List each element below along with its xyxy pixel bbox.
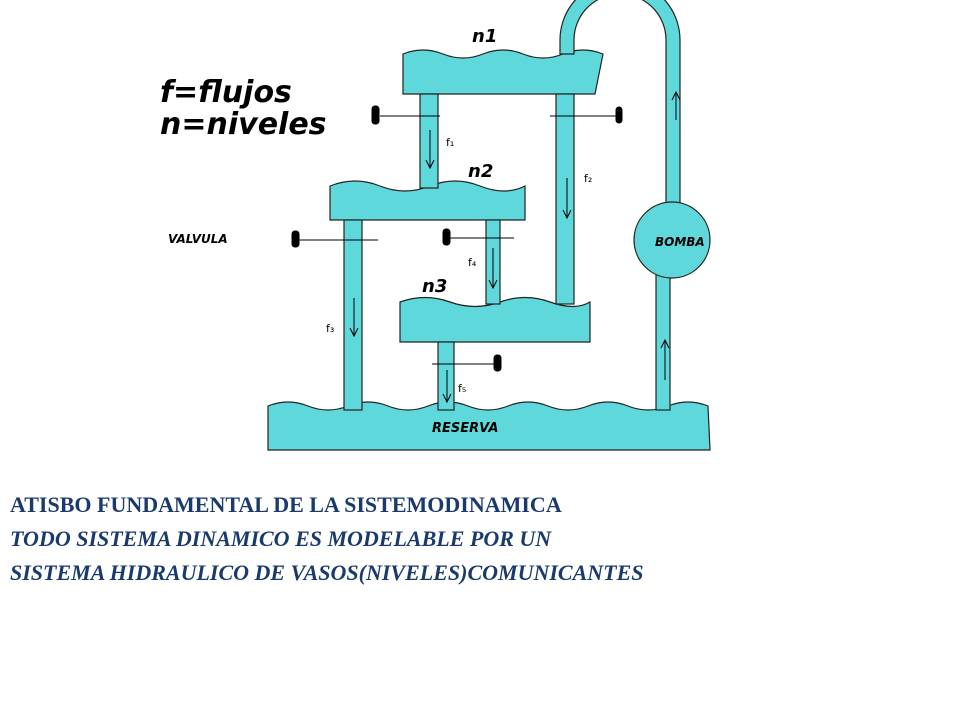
caption-line-3: SISTEMA HIDRAULICO DE VASOS(NIVELES)COMU… bbox=[10, 560, 644, 585]
flow-f4-label: f₄ bbox=[468, 256, 477, 269]
pipe-f2 bbox=[555, 93, 575, 305]
pipe-f1 bbox=[419, 93, 439, 189]
pump-label: BOMBA bbox=[655, 235, 705, 249]
valve-f3-handle[interactable] bbox=[291, 230, 300, 248]
tank-n3-label: n3 bbox=[422, 276, 447, 297]
flow-f2-label: f₂ bbox=[584, 172, 592, 185]
return-pipe bbox=[559, 0, 681, 217]
valve-f5-handle[interactable] bbox=[493, 354, 502, 372]
flow-f1-label: f₁ bbox=[446, 136, 454, 149]
tank-n1 bbox=[402, 49, 604, 95]
pump-pipe-down bbox=[655, 265, 671, 411]
pipe-f5 bbox=[437, 341, 455, 411]
valve-f4-handle[interactable] bbox=[442, 228, 451, 246]
pump bbox=[633, 201, 711, 279]
flow-f3-label: f₃ bbox=[326, 322, 334, 335]
caption-title: ATISBO FUNDAMENTAL DE LA SISTEMODINAMICA bbox=[10, 492, 562, 517]
tank-n3 bbox=[399, 296, 591, 343]
valve-f2-handle[interactable] bbox=[615, 106, 623, 124]
legend-levels: n=niveles bbox=[160, 107, 327, 142]
tank-n1-label: n1 bbox=[472, 26, 497, 47]
valve-f1-handle[interactable] bbox=[371, 105, 380, 125]
reserve-label: RESERVA bbox=[432, 421, 498, 436]
valve-label: VALVULA bbox=[168, 232, 228, 246]
tank-n2-label: n2 bbox=[468, 161, 493, 182]
legend-flows: f=flujos bbox=[160, 75, 292, 110]
pipe-f3 bbox=[343, 219, 363, 411]
flow-f5-label: f₅ bbox=[458, 382, 466, 395]
caption-line-2: TODO SISTEMA DINAMICO ES MODELABLE POR U… bbox=[10, 526, 552, 551]
